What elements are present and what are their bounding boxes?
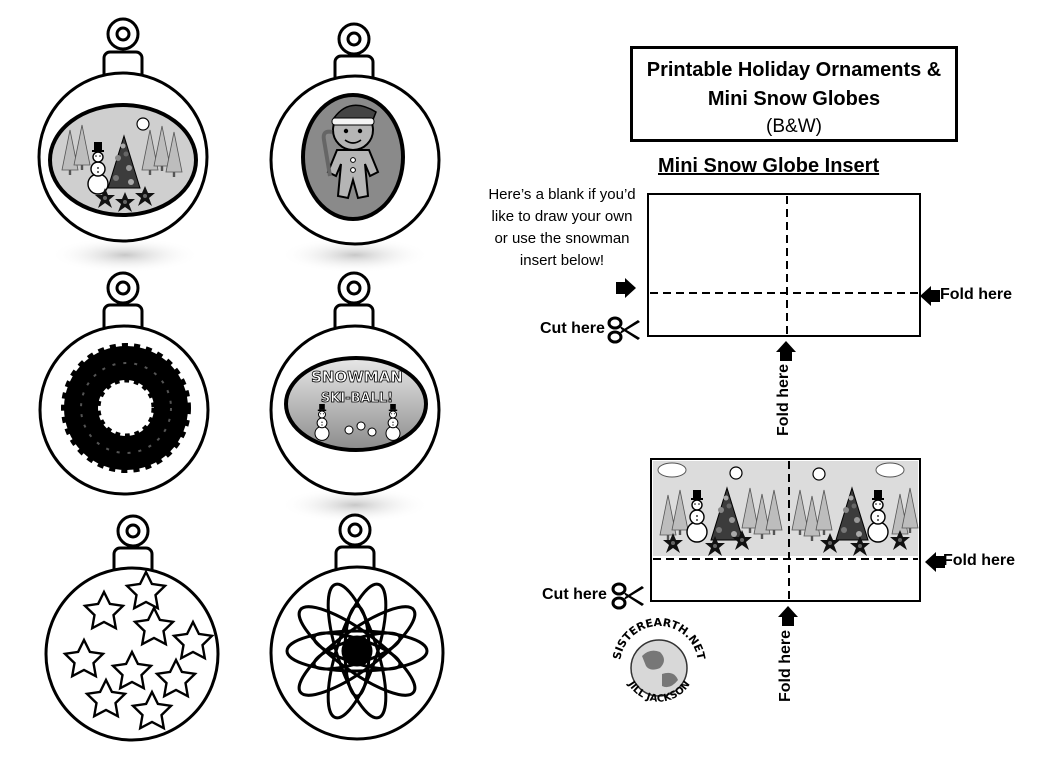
fold-here-label: Fold here [943,552,1016,569]
wreath-ornament [38,271,210,496]
arrow-icon [920,286,940,306]
insert-heading: Mini Snow Globe Insert [658,155,880,177]
snowman-scene-ornament [37,17,209,273]
ornament-shadow [280,237,430,273]
scissors-icon [611,582,646,610]
snowman-insert-right-scene [791,462,919,556]
title-box: Printable Holiday Ornaments & Mini Snow … [630,46,958,142]
scissors-icon [607,316,642,344]
arrow-icon [925,552,945,572]
title-line-1: Printable Holiday Ornaments & [646,59,942,81]
ski-ball-sign-line1: SNOWMAN [311,368,403,386]
fold-here-vertical-label: Fold here [775,363,792,436]
sisterearth-logo: SISTEREARTH.NET JILL JACKSON [610,616,707,705]
cut-here-label: Cut here [542,586,607,603]
snowy-forest-scene [61,117,183,212]
title-line-3: (B&W) [766,116,822,137]
ornament-shadow [50,237,200,273]
ornament-shadow [280,487,430,523]
gingerbread-ornament [269,22,441,273]
sun-icon [136,117,150,131]
snowman-insert-left-scene [657,462,783,556]
snowman-ski-ball-ornament: SNOWMAN SKI-BALL! [269,271,441,523]
poinsettia-ornament [269,513,445,741]
sun-icon [812,467,826,481]
snowman-insert [650,458,921,602]
blank-insert-note: Here’s a blank if you’d like to draw you… [488,186,636,269]
poinsettia-icon [285,582,429,720]
title-line-2: Mini Snow Globes [707,88,881,110]
arrow-icon [776,341,796,361]
stars-ornament [44,514,220,742]
ski-ball-sign-line2: SKI-BALL! [321,391,393,406]
cut-here-label: Cut here [540,320,605,337]
blank-insert-template [647,193,921,337]
fold-here-label: Fold here [940,286,1013,303]
fold-here-vertical-label: Fold here [777,629,794,702]
arrow-icon [778,606,798,626]
sun-icon [729,466,743,480]
candy-cane [321,129,333,177]
gingerbread-man-icon [321,104,380,200]
arrow-icon [616,278,636,298]
